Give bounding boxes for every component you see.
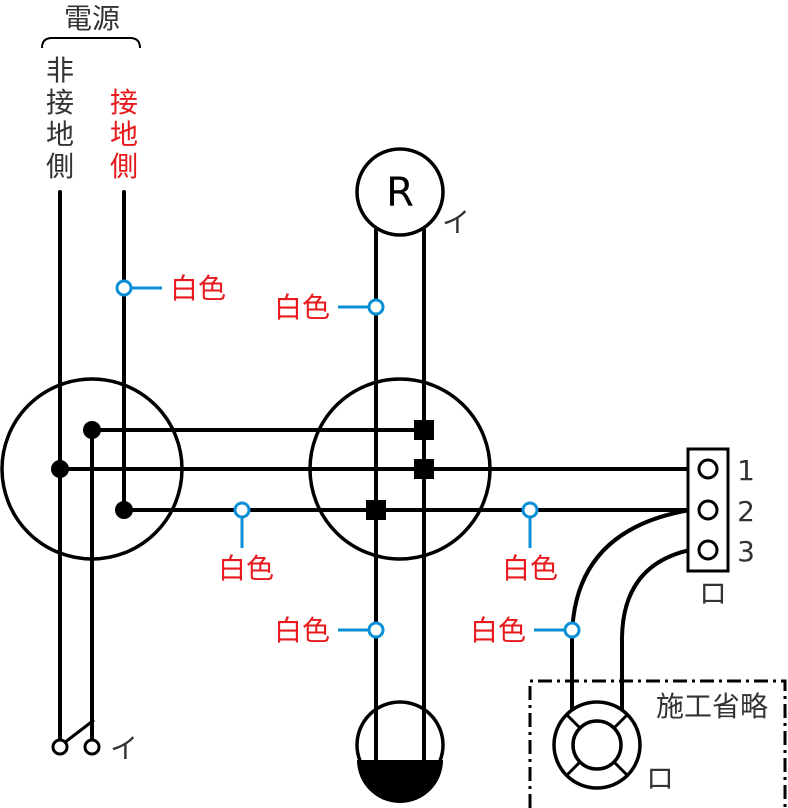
wire-light-hot: [620, 548, 692, 717]
non-grounded-char: 側: [46, 150, 74, 183]
terminal-number: 1: [737, 454, 755, 487]
crimp-sleeve: [414, 459, 434, 479]
white-wire-marker: 白色: [502, 501, 558, 585]
grounded-char: 接: [110, 86, 138, 119]
omitted-area-label: 施工省略: [656, 690, 768, 723]
switch-symbol: [51, 718, 101, 756]
white-wire-marker: 白色: [115, 272, 226, 305]
junction-dot: [83, 421, 101, 439]
receptacle-fill: [357, 760, 443, 803]
junction-dot: [115, 501, 133, 519]
non-grounded-char: 接: [46, 86, 74, 119]
white-wire-marker: 白色: [218, 501, 274, 585]
white-wire-marker: 白色: [274, 291, 385, 324]
crimp-sleeve: [366, 500, 386, 520]
white-wire-label: 白色: [502, 552, 558, 585]
non-grounded-char: 非: [46, 54, 74, 87]
ceiling-light-symbol: [552, 700, 642, 790]
white-wire-label: 白色: [274, 291, 330, 324]
ceiling-light-inner: [571, 719, 623, 771]
pilot-light-letter: R: [386, 170, 414, 216]
marker-ring: [521, 501, 539, 519]
terminal-screw: [697, 539, 719, 561]
grounded-side-label: 接 地 側: [110, 86, 138, 183]
wiring: [58, 190, 692, 745]
omitted-area-border: [528, 679, 787, 808]
marker-ring: [233, 501, 251, 519]
switch-contact: [83, 738, 101, 756]
power-source-title: 電源: [64, 2, 120, 35]
pilot-light-symbol: [355, 147, 445, 237]
grounded-char: 地: [110, 118, 138, 151]
terminal-number: 3: [737, 535, 755, 568]
ceiling-light-cross: [565, 713, 582, 730]
ceiling-light-cross: [612, 760, 629, 777]
terminal-screw: [697, 499, 719, 521]
omitted-area-symbol: ロ: [646, 762, 674, 795]
grounded-char: 側: [110, 150, 138, 183]
switch-contact: [51, 738, 69, 756]
terminal-block: [686, 447, 730, 573]
terminal-block-symbol: ロ: [699, 577, 727, 610]
white-wire-label: 白色: [170, 272, 226, 305]
ceiling-light-cross: [612, 713, 629, 730]
marker-ring: [367, 298, 385, 316]
non-grounded-side-label: 非 接 地 側: [46, 54, 74, 183]
white-wire-label: 白色: [470, 614, 526, 647]
white-wire-marker: 白色: [470, 614, 581, 647]
marker-ring: [115, 279, 133, 297]
non-grounded-char: 地: [46, 118, 74, 151]
crimp-sleeve: [414, 420, 434, 440]
switch-symbol-label: イ: [110, 732, 138, 765]
terminal-number: 2: [737, 495, 755, 528]
wire-light-grounded: [570, 508, 692, 717]
marker-ring: [367, 621, 385, 639]
white-wire-label: 白色: [274, 614, 330, 647]
pilot-light-symbol-label: イ: [442, 206, 470, 239]
receptacle-symbol: [355, 700, 445, 803]
switch-lever: [63, 718, 95, 745]
terminal-screw: [697, 458, 719, 480]
marker-ring: [563, 621, 581, 639]
power-source-brace: [41, 37, 141, 49]
ceiling-light-cross: [565, 760, 582, 777]
white-wire-marker: 白色: [274, 614, 385, 647]
white-wire-label: 白色: [218, 552, 274, 585]
junction-dot: [51, 460, 69, 478]
